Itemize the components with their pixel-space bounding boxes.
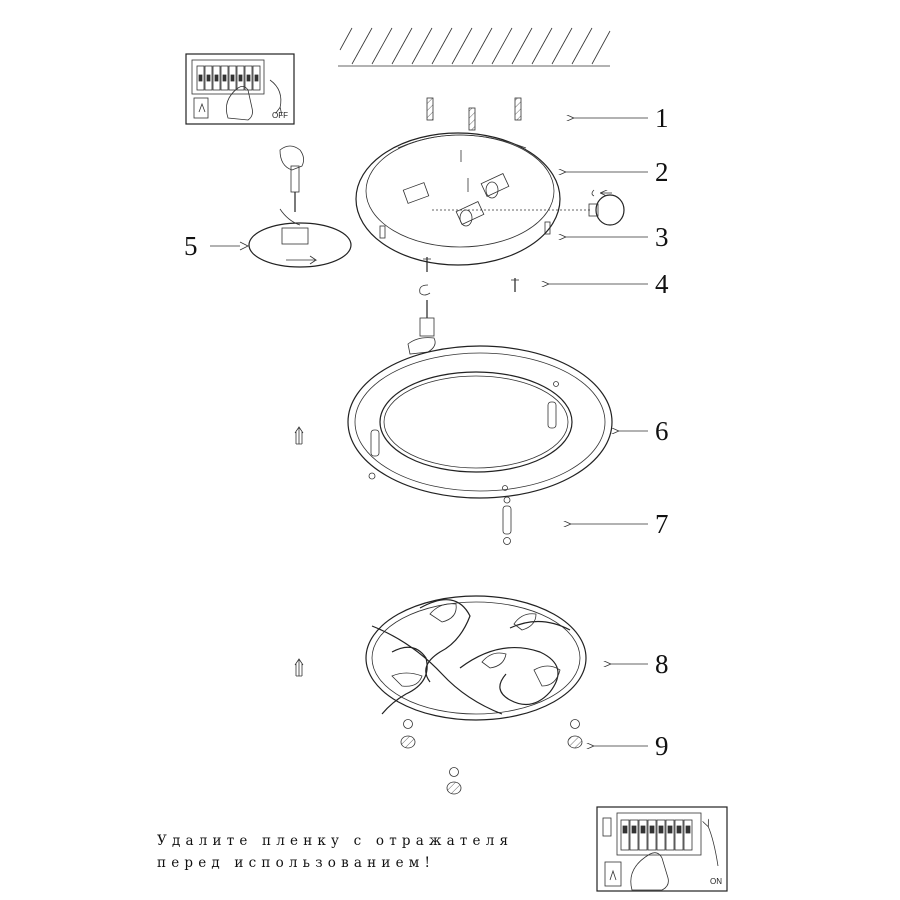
warning-note-line-2: перед использованием! bbox=[157, 855, 436, 871]
callout-numbers: 1 2 3 4 5 6 7 8 9 bbox=[184, 103, 669, 761]
wall-anchors bbox=[426, 97, 522, 131]
switch-on-label: ON bbox=[710, 877, 722, 886]
callout-6: 6 bbox=[655, 416, 669, 446]
callout-leaders bbox=[210, 118, 648, 746]
callout-1: 1 bbox=[655, 103, 669, 133]
screwdriver-hand-top bbox=[279, 145, 304, 212]
breaker-panel-on: ON bbox=[596, 806, 728, 892]
callout-4: 4 bbox=[655, 269, 669, 299]
terminal-block-plate bbox=[248, 208, 352, 268]
decorative-diffuser bbox=[365, 595, 587, 721]
warning-note: Удалите пленку с отражателя перед исполь… bbox=[157, 830, 597, 874]
callout-2: 2 bbox=[655, 157, 669, 187]
warning-note-line-1: Удалите пленку с отражателя bbox=[157, 833, 514, 849]
upward-arrow-icons bbox=[294, 426, 304, 677]
ceiling-hatching bbox=[338, 27, 611, 67]
callout-5: 5 bbox=[184, 231, 198, 261]
base-plate bbox=[355, 132, 590, 266]
fixing-knobs bbox=[400, 719, 583, 795]
callout-7: 7 bbox=[655, 509, 669, 539]
switch-off-label: OFF bbox=[272, 111, 288, 120]
screwdriver-hand-middle bbox=[407, 284, 436, 355]
light-bulb bbox=[588, 189, 625, 226]
frame-ring bbox=[347, 345, 613, 499]
callout-8: 8 bbox=[655, 649, 669, 679]
callout-9: 9 bbox=[655, 731, 669, 761]
callout-3: 3 bbox=[655, 222, 669, 252]
mounting-screws bbox=[423, 257, 519, 292]
standoff-post bbox=[502, 496, 512, 545]
breaker-panel-off: OFF bbox=[185, 53, 295, 125]
